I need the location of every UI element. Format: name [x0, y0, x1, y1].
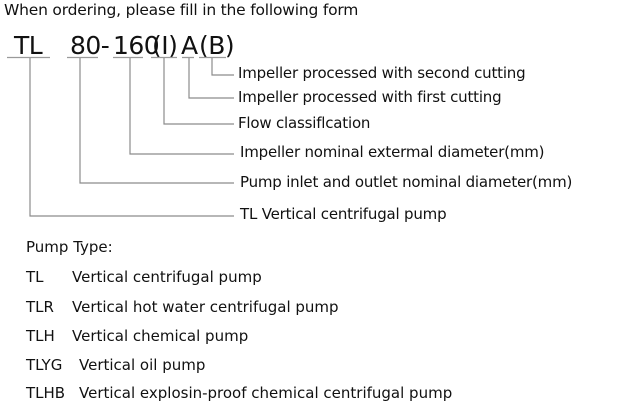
- code-inlet: 80-: [70, 31, 110, 60]
- pump-type-desc: Vertical chemical pump: [72, 327, 249, 345]
- leader-flow: [163, 58, 234, 125]
- pump-type-desc: Vertical oil pump: [79, 356, 206, 374]
- pump-type-code: TLYG: [26, 356, 63, 374]
- code-second-cut: (B): [199, 31, 235, 60]
- pump-type-code: TLR: [26, 298, 54, 316]
- ordering-instruction: When ordering, please fill in the follow…: [4, 1, 359, 19]
- legend-second-cut: Impeller processed with second cutting: [238, 64, 526, 82]
- code-flow: (I): [152, 31, 178, 60]
- pump-type-desc: Vertical hot water centrifugal pump: [72, 298, 339, 316]
- pump-type-code: TLH: [26, 327, 55, 345]
- code-impeller: 160: [113, 31, 160, 60]
- leader-second-cut: [211, 58, 234, 76]
- legend-inlet: Pump inlet and outlet nominal diameter(m…: [240, 173, 573, 191]
- pump-type-desc: Vertical centrifugal pump: [72, 268, 262, 286]
- code-series: TL: [14, 31, 43, 60]
- leader-impeller: [129, 58, 234, 155]
- leader-inlet: [79, 58, 234, 184]
- legend-series: TL Vertical centrifugal pump: [240, 205, 447, 223]
- legend-impeller: Impeller nominal extermal diameter(mm): [240, 143, 545, 161]
- pump-type-code: TLHB: [26, 384, 66, 402]
- leader-series: [29, 58, 234, 217]
- legend-flow: Flow classiflcation: [238, 114, 371, 132]
- code-first-cut: A: [181, 31, 198, 60]
- pump-type-title: Pump Type:: [26, 238, 113, 256]
- pump-type-desc: Vertical explosin-proof chemical centrif…: [79, 384, 453, 402]
- legend-first-cut: Impeller processed with first cutting: [238, 88, 502, 106]
- pump-type-code: TL: [26, 268, 44, 286]
- leader-first-cut: [188, 58, 234, 99]
